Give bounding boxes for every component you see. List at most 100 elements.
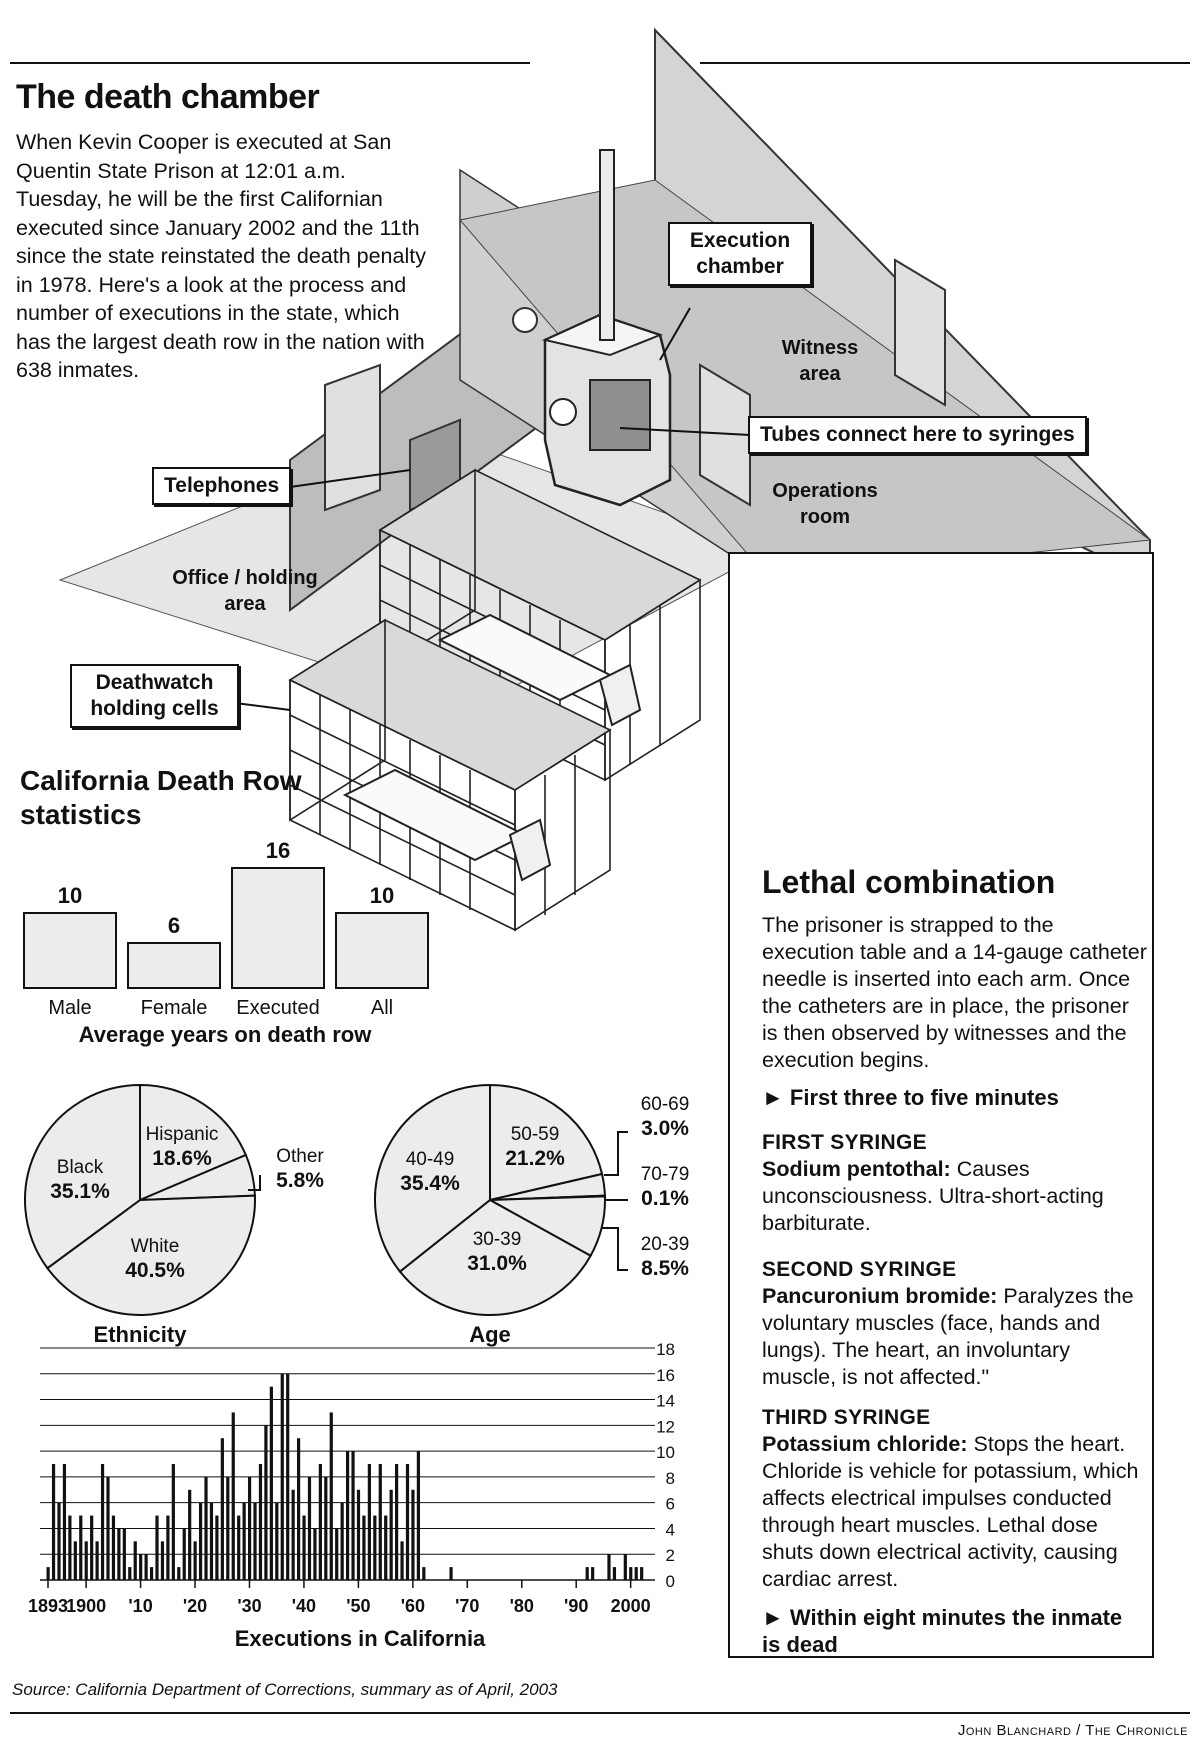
exec-bar-1936 (280, 1373, 284, 1580)
end-note: ► Within eight minutes the inmate is dea… (762, 1605, 1123, 1657)
first-minutes-heading: ► First three to five minutes (762, 1085, 1059, 1110)
exec-bar-1930 (247, 1476, 252, 1580)
age-leader-1 (604, 1131, 628, 1176)
exec-bar-1896 (62, 1464, 67, 1580)
label-operations-room: Operations room (772, 480, 878, 528)
exec-bar-1938 (291, 1489, 295, 1580)
exec-bar-1962 (422, 1567, 426, 1580)
stats-title: California Death Row statistics (20, 765, 302, 830)
exec-bar-1916 (171, 1464, 175, 1580)
exec-bar-1926 (226, 1476, 230, 1580)
label-deathwatch-cells: Deathwatch holding cells (70, 664, 239, 728)
exec-bar-1999 (623, 1554, 627, 1580)
exec-bar-1935 (275, 1502, 279, 1580)
exec-bar-1932 (258, 1464, 263, 1580)
exec-bar-1997 (612, 1567, 617, 1580)
exec-bar-1933 (264, 1425, 268, 1580)
exec-bar-1943 (318, 1464, 322, 1580)
avg-bar-value-0: 10 (58, 883, 82, 908)
exec-bar-1967 (449, 1567, 453, 1580)
exec-ytick-8: 16 (656, 1366, 675, 1385)
exec-bar-1949 (351, 1451, 355, 1580)
label-execution-chamber: Execution chamber (668, 222, 812, 286)
age-value-3: 8.5% (641, 1257, 689, 1280)
exec-bar-1944 (324, 1476, 328, 1580)
age-value-4: 31.0% (467, 1252, 527, 1275)
exec-bar-1937 (286, 1373, 290, 1580)
lethal-title: Lethal combination (762, 864, 1056, 900)
exec-bar-1945 (329, 1412, 333, 1580)
exec-ytick-2: 4 (666, 1520, 675, 1539)
age-label-4: 30-39 (473, 1229, 522, 1250)
exec-xtick-2: '10 (128, 1596, 152, 1616)
exec-bar-1900 (84, 1541, 88, 1580)
exec-bar-1939 (296, 1438, 301, 1580)
exec-ytick-3: 6 (666, 1495, 675, 1514)
exec-bar-1946 (335, 1528, 339, 1580)
exec-bar-1925 (220, 1438, 224, 1580)
exec-bar-1918 (182, 1528, 186, 1580)
age-value-2: 0.1% (641, 1187, 689, 1210)
exec-bar-1902 (95, 1541, 99, 1580)
eth-slice-2 (45, 1194, 256, 1316)
exec-bar-1914 (160, 1541, 165, 1580)
exec-xtick-8: '70 (455, 1596, 479, 1616)
avg-bar-value-1: 6 (168, 913, 180, 938)
third-syringe-title: THIRD SYRINGE (762, 1406, 931, 1429)
exec-bar-1953 (373, 1515, 377, 1580)
top-rule-right (700, 62, 1190, 64)
exec-bar-1912 (149, 1567, 154, 1580)
eth-leader-1 (248, 1175, 261, 1191)
exec-xtick-10: '90 (564, 1596, 588, 1616)
first-syringe-text: Causes unconsciousness. Ultra-short-acti… (762, 1157, 1104, 1235)
eth-title: Ethnicity (94, 1322, 188, 1347)
exec-bar-1931 (253, 1502, 257, 1580)
exec-bar-1958 (400, 1541, 404, 1580)
exec-bar-1992 (585, 1567, 589, 1580)
avg-bar-label-1: Female (141, 997, 208, 1019)
exec-bar-1955 (384, 1515, 388, 1580)
age-label-3: 20-39 (641, 1234, 690, 1255)
avg-bar-label-3: All (371, 997, 393, 1019)
exec-bar-1996 (607, 1554, 611, 1580)
label-telephones: Telephones (152, 467, 292, 505)
exec-bar-1909 (133, 1541, 137, 1580)
age-label-1: 60-69 (641, 1094, 690, 1115)
eth-slice-0 (139, 1083, 248, 1202)
exec-bar-1915 (166, 1515, 170, 1580)
exec-chart-title: Executions in California (235, 1626, 486, 1651)
third-syringe-text: Stops the heart. Chloride is vehicle for… (762, 1432, 1139, 1591)
exec-bar-1920 (193, 1541, 197, 1580)
exec-bar-1901 (90, 1515, 94, 1580)
avg-bar-2 (231, 867, 325, 989)
exec-ytick-5: 10 (656, 1443, 675, 1462)
exec-bar-2000 (629, 1567, 633, 1580)
exec-bar-1947 (340, 1502, 344, 1580)
exec-ytick-1: 2 (666, 1546, 675, 1565)
exec-bar-1904 (106, 1476, 110, 1580)
exec-bar-1917 (177, 1567, 181, 1580)
exec-bar-1957 (395, 1464, 399, 1580)
exec-bar-1928 (237, 1515, 241, 1580)
exec-bar-1959 (405, 1464, 410, 1580)
eth-value-2: 40.5% (125, 1259, 185, 1282)
exec-bar-1921 (198, 1502, 203, 1580)
third-syringe: THIRD SYRINGE Potassium chloride: Stops … (762, 1404, 1147, 1593)
second-syringe-text: Paralyzes the voluntary muscles (face, h… (762, 1284, 1134, 1389)
exec-xtick-11: 2000 (611, 1596, 651, 1616)
age-value-5: 35.4% (400, 1172, 460, 1195)
intro-text: When Kevin Cooper is executed at San Que… (16, 130, 426, 382)
exec-bar-1993 (591, 1567, 595, 1580)
exec-ytick-9: 18 (656, 1340, 675, 1359)
eth-label-0: Hispanic (146, 1124, 219, 1145)
exec-bar-1919 (188, 1489, 192, 1580)
exec-bar-2001 (634, 1567, 638, 1580)
lethal-combination-panel: Lethal combination The prisoner is strap… (728, 552, 1154, 1658)
exec-bar-1954 (378, 1464, 382, 1580)
exec-bar-1956 (389, 1489, 393, 1580)
age-value-1: 3.0% (641, 1117, 689, 1140)
second-syringe-title: SECOND SYRINGE (762, 1258, 957, 1281)
exec-bar-1893 (46, 1567, 50, 1580)
exec-bar-1960 (411, 1489, 415, 1580)
age-value-0: 21.2% (505, 1147, 565, 1170)
